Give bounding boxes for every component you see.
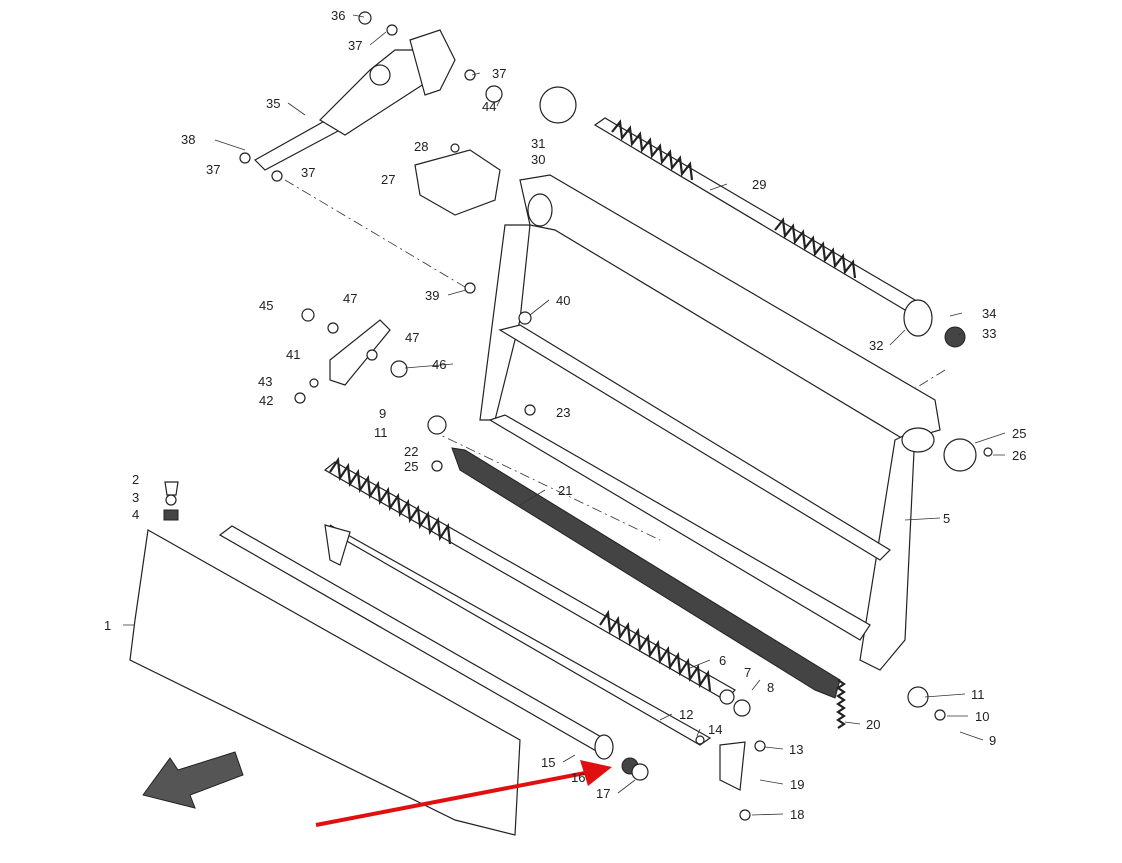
callout-44: 44 <box>482 99 496 114</box>
callout-29: 29 <box>752 177 766 192</box>
callout-30: 30 <box>531 152 545 167</box>
callout-37: 37 <box>348 38 362 53</box>
callout-32: 32 <box>869 338 883 353</box>
callout-4: 4 <box>132 507 139 522</box>
callouts: 36 37 37 44 35 38 37 37 28 27 31 30 29 3… <box>104 8 1026 822</box>
callout-37: 37 <box>206 162 220 177</box>
direction-arrow <box>142 751 244 809</box>
callout-28: 28 <box>414 139 428 154</box>
callout-8: 8 <box>767 680 774 695</box>
callout-11: 11 <box>374 425 388 440</box>
callout-19: 19 <box>790 777 804 792</box>
callout-17: 17 <box>596 786 610 801</box>
bracket <box>414 149 501 216</box>
callout-9: 9 <box>989 733 996 748</box>
actuator <box>214 11 503 182</box>
callout-36: 36 <box>331 8 345 23</box>
callout-37: 37 <box>492 66 506 81</box>
callout-7: 7 <box>744 665 751 680</box>
callout-25: 25 <box>1012 426 1026 441</box>
callout-11: 11 <box>971 687 985 702</box>
callout-27: 27 <box>381 172 395 187</box>
lower-roller-spring <box>323 456 751 717</box>
seal-strip <box>451 447 841 699</box>
callout-15: 15 <box>541 755 555 770</box>
sprocket <box>539 86 577 124</box>
callout-39: 39 <box>425 288 439 303</box>
callout-47: 47 <box>405 330 419 345</box>
flange <box>427 415 447 435</box>
callout-26: 26 <box>1012 448 1026 463</box>
callout-38: 38 <box>181 132 195 147</box>
callout-25: 25 <box>404 459 418 474</box>
main-frame <box>479 174 941 671</box>
callout-5: 5 <box>943 511 950 526</box>
tension-spring <box>836 679 846 729</box>
callout-47: 47 <box>343 291 357 306</box>
callout-21: 21 <box>558 483 572 498</box>
callout-9: 9 <box>379 406 386 421</box>
callout-14: 14 <box>708 722 722 737</box>
callout-23: 23 <box>556 405 570 420</box>
callout-37: 37 <box>301 165 315 180</box>
callout-31: 31 <box>531 136 545 151</box>
assembly-line <box>284 179 471 291</box>
callout-41: 41 <box>286 347 300 362</box>
callout-42: 42 <box>259 393 273 408</box>
callout-16: 16 <box>571 770 585 785</box>
callout-34: 34 <box>982 306 996 321</box>
callout-20: 20 <box>866 717 880 732</box>
upper-roller-spring <box>539 86 966 348</box>
callout-2: 2 <box>132 472 139 487</box>
callout-12: 12 <box>679 707 693 722</box>
callout-46: 46 <box>432 357 446 372</box>
callout-10: 10 <box>975 709 989 724</box>
callout-45: 45 <box>259 298 273 313</box>
callout-1: 1 <box>104 618 111 633</box>
callout-43: 43 <box>258 374 272 389</box>
callout-18: 18 <box>790 807 804 822</box>
leader-lines <box>123 14 1006 816</box>
lever-bracket <box>294 282 532 404</box>
callout-33: 33 <box>982 326 996 341</box>
assembly-line <box>429 429 661 541</box>
callout-22: 22 <box>404 444 418 459</box>
callout-35: 35 <box>266 96 280 111</box>
callout-13: 13 <box>789 742 803 757</box>
callout-40: 40 <box>556 293 570 308</box>
highlight-arrow <box>315 760 612 827</box>
guard-panel <box>129 529 521 836</box>
callout-3: 3 <box>132 490 139 505</box>
flange <box>943 438 977 472</box>
callout-6: 6 <box>719 653 726 668</box>
